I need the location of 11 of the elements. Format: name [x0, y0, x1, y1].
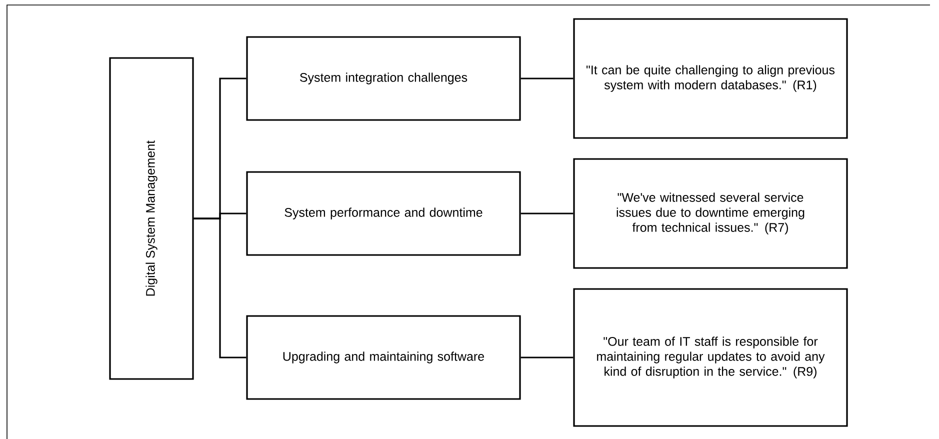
connector-line — [194, 218, 246, 358]
quote-box: "It can be quite challenging to align previous system with modern databases." (R1) — [573, 18, 848, 139]
connector-line — [520, 78, 574, 80]
theme-box: System performance and downtime — [246, 171, 521, 256]
quote-box: "Our team of IT staff is responsible for maintaining regular updates to avoid any kind of disruption in the service." (R9) — [573, 288, 848, 427]
quote-box: "We've witnessed several service issues due to downtime emerging from technical issues." (R7) — [573, 158, 848, 269]
category-box: Digital System Management — [109, 57, 194, 380]
connector-line — [520, 212, 574, 214]
theme-box: Upgrading and maintaining software — [246, 315, 521, 400]
theme-box: System integration challenges — [246, 36, 521, 121]
connector-line — [520, 356, 574, 358]
